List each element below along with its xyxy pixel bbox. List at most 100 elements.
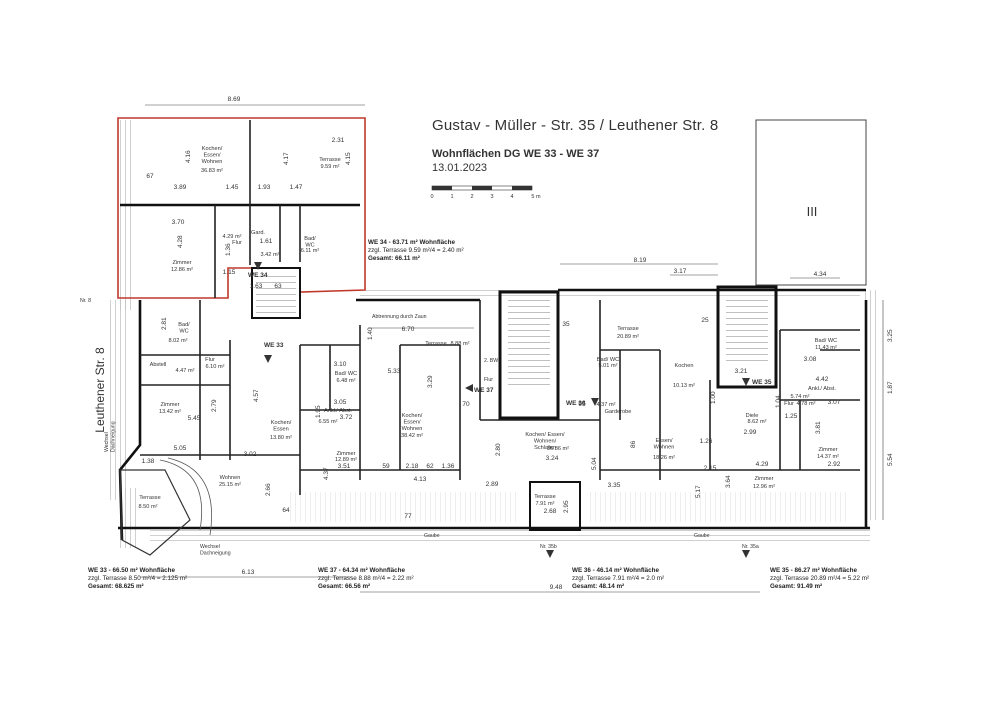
dim-label: 3.25 — [887, 329, 894, 342]
dim-label: 1.93 — [258, 184, 271, 191]
dim-label: 5.33 — [388, 368, 401, 375]
room-name: Bad/WC — [304, 236, 316, 249]
dim-label: 1.95 — [315, 405, 322, 418]
room-area: 5.74 m² — [791, 394, 810, 400]
summary-line: zzgl. Terrasse 8.50 m²/4 = 2.125 m² — [88, 575, 188, 582]
dim-label: 1.47 — [290, 184, 303, 191]
room-area: 4.29 m² — [223, 234, 242, 240]
flur-note: Flur — [484, 377, 493, 383]
dim-label: 62 — [426, 463, 434, 470]
apartment-label-we37: WE 37 — [474, 387, 494, 394]
room-area: 38.42 m² — [401, 433, 423, 439]
room-area: 12.89 m² — [335, 457, 357, 463]
dim-label: 5.45 — [188, 415, 201, 422]
room-area: 36.83 m² — [201, 168, 223, 174]
dim-label: 8.19 — [634, 257, 647, 264]
summary-line: Gesamt: 66.56 m² — [318, 583, 371, 590]
room-area: 6.11 m² — [301, 248, 320, 254]
dim-label: 4.17 — [283, 152, 290, 165]
dim-label: 4.57 — [253, 389, 260, 402]
dim-label: 4.29 — [756, 461, 769, 468]
we34-outline — [117, 117, 366, 299]
dim-label: 3.02 — [244, 451, 257, 458]
room-area: 8.62 m² — [748, 419, 767, 425]
room-name: Wohnen — [220, 475, 241, 481]
nr8-note: Nr. 8 — [80, 298, 91, 304]
room-area: 20.89 m² — [617, 334, 639, 340]
dim-label: 9.48 — [550, 584, 563, 591]
dim-label: 4.42 — [816, 376, 829, 383]
room-area: 10.13 m² — [673, 383, 695, 389]
room-name: Kochen — [675, 363, 694, 369]
room-area: 8.02 m² — [169, 338, 188, 344]
room-name: Bad/ WC — [597, 357, 619, 363]
wechsel-note: WechselDachneigung — [104, 421, 117, 452]
summary-we34: WE 34 - 63.71 m² Wohnfläche zzgl. Terras… — [368, 239, 464, 263]
dimension-labels: 8.69 8.19 3.17 4.34 6.70 6.13 9.48 2.31 … — [142, 96, 894, 591]
dim-label: 1.00 — [710, 391, 717, 404]
bw-note: 2. BW — [484, 358, 498, 364]
room-area: 13.42 m² — [159, 409, 181, 415]
summary-we35: WE 35 - 86.27 m² Wohnfläche zzgl. Terras… — [770, 567, 869, 591]
summary-line: zzgl. Terrasse 20.89 m²/4 = 5.22 m² — [770, 575, 870, 582]
dim-label: 3.35 — [608, 482, 621, 489]
summary-line: zzgl. Terrasse 8.88 m²/4 = 2.22 m² — [318, 575, 414, 582]
dim-label: 3.07 — [828, 399, 841, 406]
dim-label: 1.15 — [223, 269, 236, 276]
dim-label: 4.16 — [185, 150, 192, 163]
dim-label: 3.10 — [334, 361, 347, 368]
room-name: Terrasse — [319, 157, 340, 163]
summary-line: WE 34 - 63.71 m² Wohnfläche — [368, 239, 456, 246]
room-name: Zimmer — [755, 476, 774, 482]
room-name: Terrasse — [139, 495, 160, 501]
round-terrace — [119, 457, 212, 556]
roof-hatching — [110, 120, 876, 548]
room-name: Abstell — [150, 362, 167, 368]
dim-label: 95 — [578, 401, 586, 408]
dim-label: 1.26 — [700, 438, 713, 445]
room-name: Zimmer — [819, 447, 838, 453]
gaube-note: Gaube — [694, 533, 710, 539]
summary-we36: WE 36 - 46.14 m² Wohnfläche zzgl. Terras… — [572, 567, 664, 591]
dim-label: 2.80 — [495, 443, 502, 456]
scale-tick: 0 — [430, 194, 433, 200]
room-name: Flur — [784, 401, 794, 407]
dim-label: 3.17 — [674, 268, 687, 275]
stairwells — [251, 267, 778, 531]
room-name: Zimmer — [337, 451, 356, 457]
nr35a-note: Nr. 35a — [742, 544, 759, 550]
summary-line: zzgl. Terrasse 7.91 m²/4 = 2.0 m² — [572, 575, 665, 582]
dim-label: 8.69 — [228, 96, 241, 103]
room-area: 4.78 m² — [797, 401, 816, 407]
dim-label: 3.29 — [427, 375, 434, 388]
room-name: Kochen/ Essen/Wohnen/Schlafen — [525, 432, 565, 451]
scale-tick: 3 — [490, 194, 493, 200]
building-iii — [755, 119, 867, 286]
dim-label: 3.51 — [338, 463, 351, 470]
scale-labels: 0 1 2 3 4 5 m — [430, 194, 541, 200]
room-area: 36.86 m² — [547, 446, 569, 452]
summary-line: Gesamt: 66.11 m² — [368, 255, 420, 262]
room-area: 12.86 m² — [171, 267, 193, 273]
dim-label: 86 — [630, 440, 637, 448]
dim-label: 1.61 — [260, 238, 273, 245]
room-area: 18.26 m² — [653, 455, 675, 461]
dim-label: 70 — [462, 401, 470, 408]
dim-label: 1.45 — [226, 184, 239, 191]
dim-label: 4.37 — [323, 467, 330, 480]
summary-line: Gesamt: 48.14 m² — [572, 583, 625, 590]
dim-label: 2.95 — [563, 500, 570, 513]
dim-label: 4.15 — [345, 152, 352, 165]
room-name: Bad/ WC — [815, 338, 837, 344]
dim-label: 2.31 — [332, 137, 345, 144]
dim-label: 25 — [701, 317, 709, 324]
dim-label: 5.17 — [695, 485, 702, 498]
dim-label: 2.81 — [161, 317, 168, 330]
room-name: Bad/ WC — [335, 371, 357, 377]
dim-label: 2.66 — [265, 483, 272, 496]
dim-label: 6.70 — [402, 326, 415, 333]
room-name: Bad/WC — [178, 322, 190, 335]
plan-subtitle: Wohnflächen DG WE 33 - WE 37 — [432, 148, 600, 160]
dim-label: 3.81 — [815, 421, 822, 434]
